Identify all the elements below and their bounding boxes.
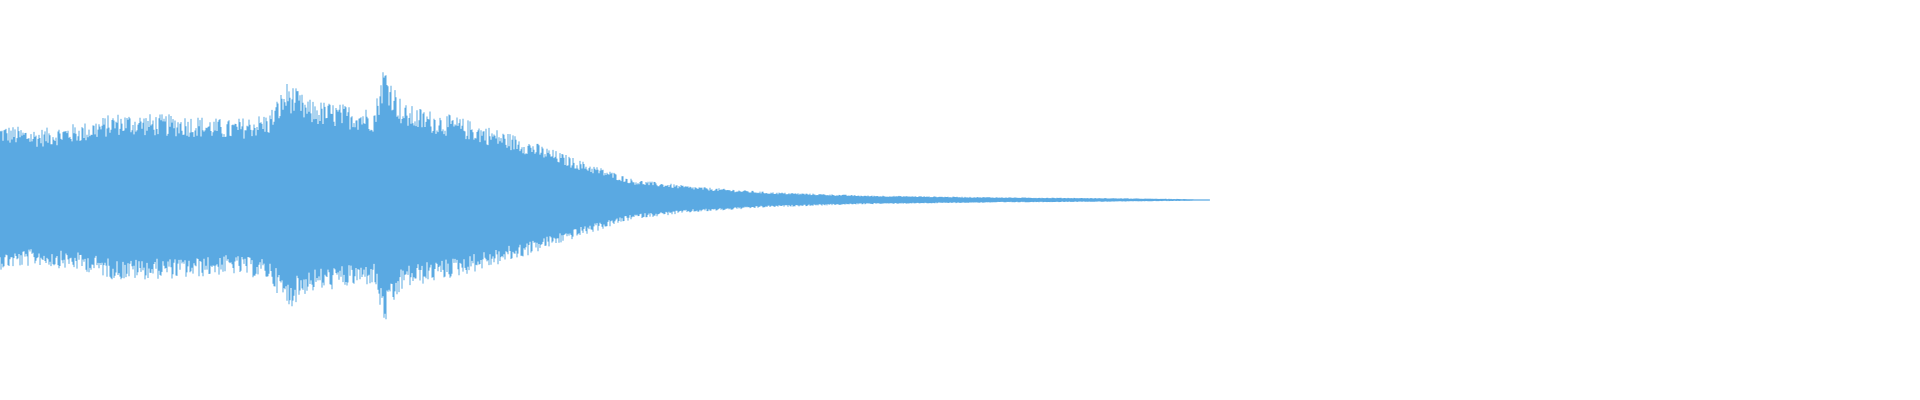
waveform-signal bbox=[0, 72, 1210, 320]
